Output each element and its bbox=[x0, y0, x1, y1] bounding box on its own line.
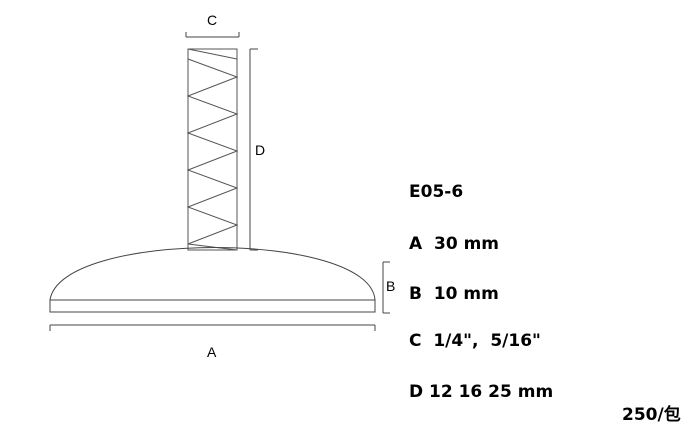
spec-d: D 12 16 25 mm bbox=[409, 382, 554, 402]
dimension-a-line bbox=[49, 324, 376, 331]
model-number: E05-6 bbox=[409, 182, 464, 202]
dimension-a-label: A bbox=[207, 344, 217, 360]
dimension-d-label: D bbox=[255, 142, 266, 158]
spec-b: B 10 mm bbox=[409, 284, 499, 304]
threaded-stem bbox=[186, 48, 239, 251]
thread-zigzag bbox=[186, 58, 239, 251]
package-quantity: 250/包 bbox=[622, 405, 681, 425]
dimension-c-label: C bbox=[207, 12, 218, 28]
spec-c: C 1/4", 5/16" bbox=[409, 331, 541, 351]
dimension-b-line bbox=[382, 261, 390, 314]
spec-a: A 30 mm bbox=[409, 234, 499, 254]
dome-base bbox=[49, 247, 376, 313]
dimension-d-line bbox=[249, 48, 258, 251]
dimension-b-label: B bbox=[386, 278, 396, 294]
dimension-c-line bbox=[185, 32, 240, 38]
